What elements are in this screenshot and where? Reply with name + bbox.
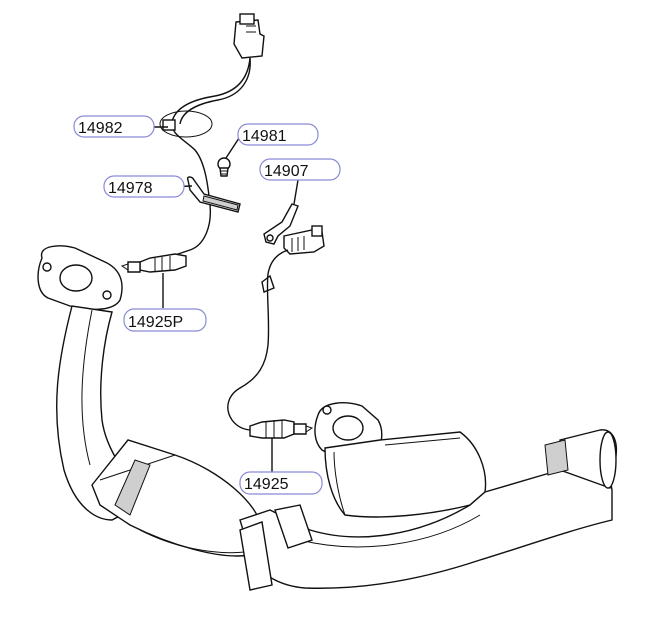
part-number-label: 14978 [108,180,153,197]
front-flange-hole [59,264,93,292]
right-catalytic-converter [324,431,487,518]
bracket-14907 [263,203,299,245]
lower-sensor-body [249,419,295,439]
bracket-14978 [186,176,241,213]
part-number-label: 14982 [78,120,123,137]
part-number-label: 14907 [264,163,309,180]
callout-14981[interactable]: 14981 [237,123,319,146]
upper-sensor-body [139,253,187,273]
y-pipe [239,466,613,589]
callout-14907[interactable]: 14907 [259,158,341,181]
exhaust-assembly [37,245,618,591]
left-catalytic-converter [91,439,263,557]
callout-14925p[interactable]: 14925P [123,308,207,332]
part-number-label: 14925 [244,476,289,493]
part-number-label: 14981 [242,128,287,145]
tail-pipe-end [599,431,617,489]
callout-14978[interactable]: 14978 [103,175,185,198]
bolt-14981 [217,157,231,177]
rear-flange-hole [332,415,364,441]
harness-clip [159,110,213,138]
upper-connector [233,19,265,59]
callout-14925[interactable]: 14925 [239,471,323,495]
part-number-label: 14925P [128,314,183,331]
lower-oxygen-sensor [227,225,325,439]
upper-oxygen-sensor [120,13,265,273]
callout-14982[interactable]: 14982 [73,115,155,138]
